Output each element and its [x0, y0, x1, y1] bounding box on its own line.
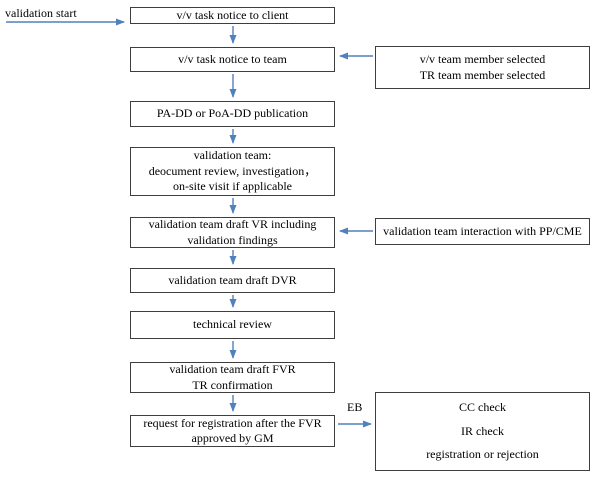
node-draft-fvr-line1: validation team draft FVR — [169, 362, 296, 376]
node-request-registration-line1: request for registration after the FVR — [143, 415, 322, 430]
node-draft-dvr: validation team draft DVR — [130, 268, 335, 293]
node-ppcme-interaction-text: validation team interaction with PP/CME — [383, 223, 582, 238]
node-draft-vr: validation team draft VR including valid… — [130, 217, 335, 248]
node-request-registration-line2: approved by GM — [191, 431, 274, 445]
node-draft-fvr-line2: TR confirmation — [192, 377, 273, 392]
node-team-selected-line2: TR team member selected — [419, 67, 546, 82]
node-draft-dvr-text: validation team draft DVR — [168, 272, 297, 287]
node-technical-review-text: technical review — [193, 317, 272, 332]
eb-label: EB — [347, 400, 363, 414]
node-validation-team-line1: validation team: — [193, 148, 272, 163]
node-team-notice-text: v/v task notice to team — [178, 51, 287, 66]
node-eb-checks: CC check IR check registration or reject… — [375, 392, 590, 471]
node-padd-publication: PA-DD or PoA-DD publication — [130, 101, 335, 127]
node-technical-review: technical review — [130, 311, 335, 339]
node-request-registration: request for registration after the FVR a… — [130, 415, 335, 447]
node-team-notice: v/v task notice to team — [130, 47, 335, 72]
node-team-selected: v/v team member selected TR team member … — [375, 46, 590, 89]
node-draft-vr-line2: validation findings — [187, 232, 278, 247]
node-ppcme-interaction: validation team interaction with PP/CME — [375, 218, 590, 245]
node-eb-checks-line3: registration or rejection — [426, 447, 539, 462]
start-label: validation start — [5, 6, 77, 20]
node-validation-team: validation team: deocument review, inves… — [130, 147, 335, 196]
node-eb-checks-line2: IR check — [461, 423, 504, 438]
node-client-notice-text: v/v task notice to client — [176, 7, 289, 22]
node-validation-team-line2: deocument review, investigation， — [148, 163, 317, 178]
node-validation-team-line3: on-site visit if applicable — [173, 179, 292, 194]
node-team-selected-line1: v/v team member selected — [419, 52, 546, 66]
node-padd-publication-text: PA-DD or PoA-DD publication — [156, 106, 309, 121]
node-draft-vr-line1: validation team draft VR including — [148, 217, 317, 231]
node-draft-fvr: validation team draft FVR TR confirmatio… — [130, 362, 335, 393]
node-eb-checks-line1: CC check — [459, 400, 506, 415]
node-client-notice: v/v task notice to client — [130, 7, 335, 24]
